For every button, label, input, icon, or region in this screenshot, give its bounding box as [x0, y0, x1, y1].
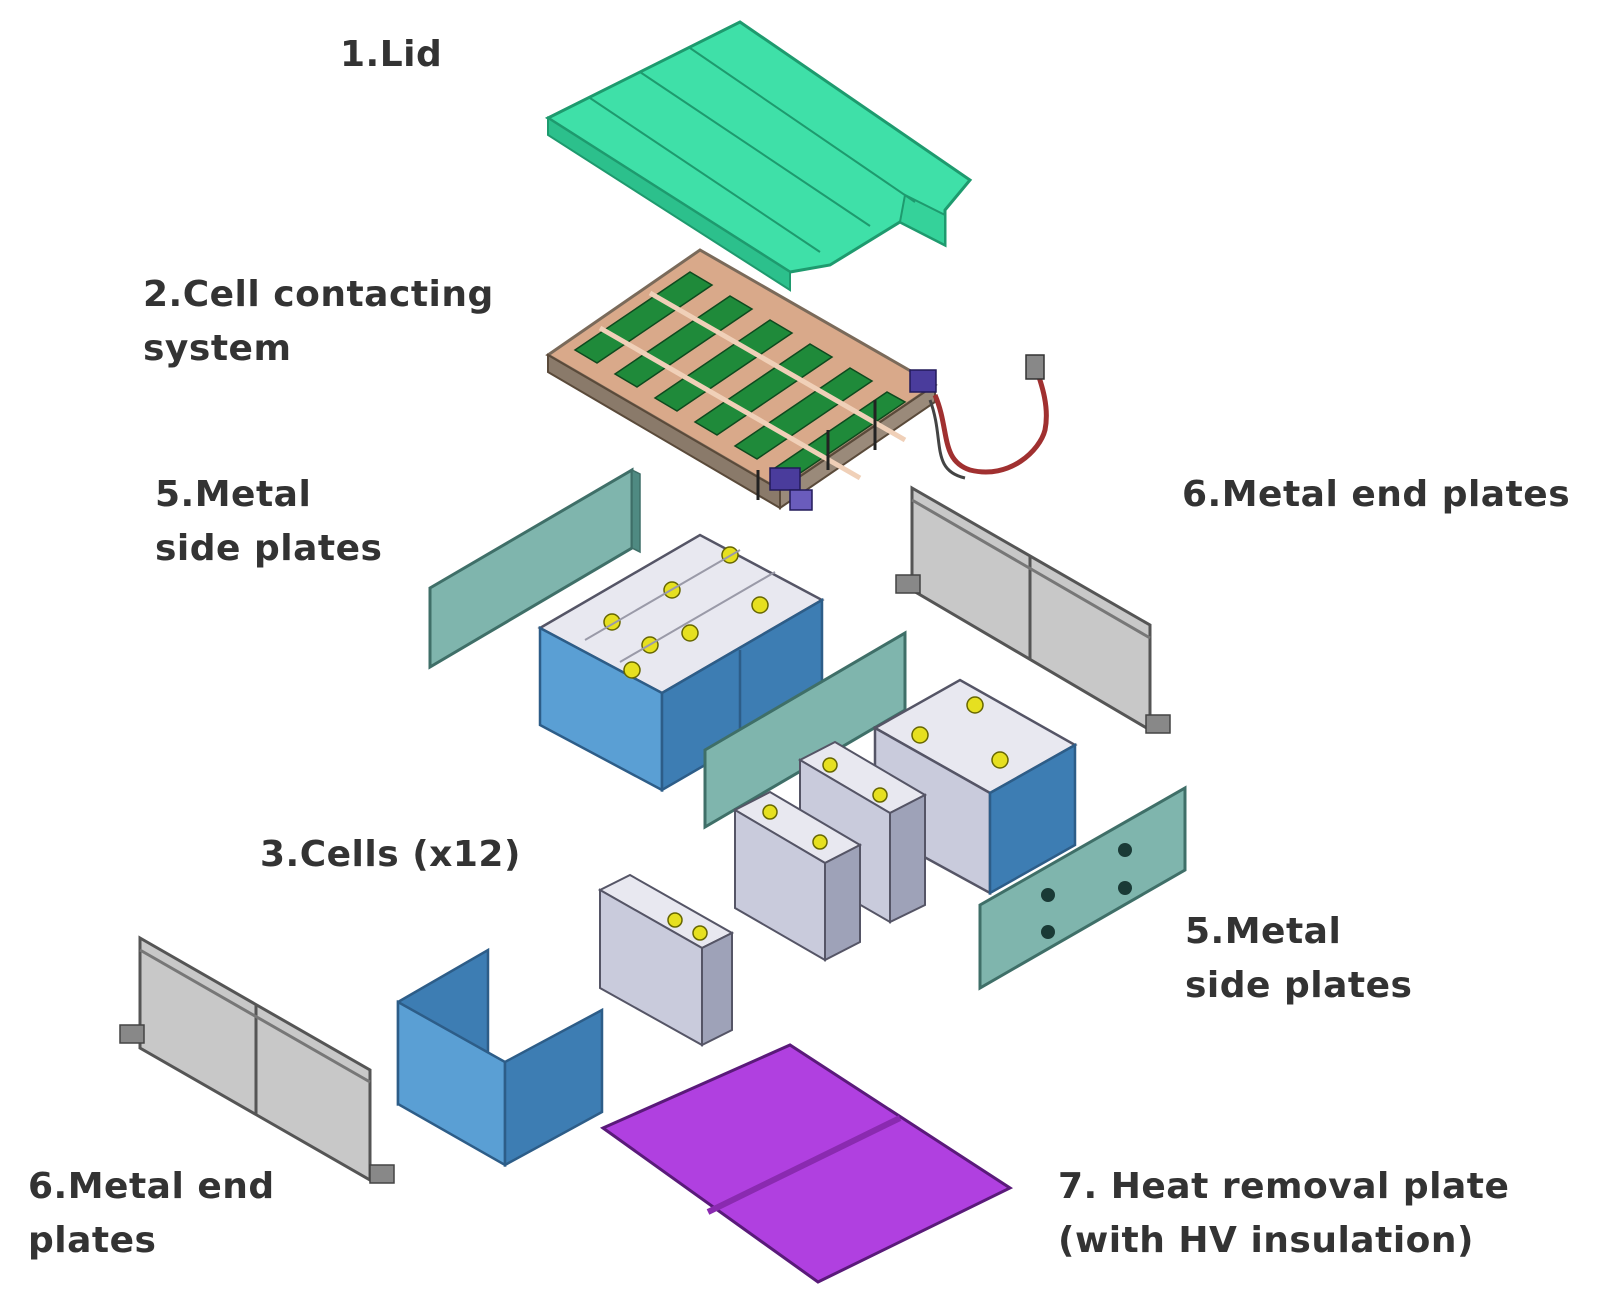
cell-terminal [681, 624, 699, 642]
cell-side [824, 843, 861, 962]
label-metal-side-plates-right: 5.Metal side plates [1185, 905, 1412, 1013]
side-plate-bottom-right [978, 785, 1187, 991]
cell-top-rib [584, 549, 741, 641]
pcb-strip [573, 271, 714, 364]
side-plate-edge [631, 468, 641, 554]
end-plate-foot [895, 574, 921, 594]
busbar-line [648, 290, 907, 443]
cell-terminal [812, 834, 828, 850]
single-cell [597, 873, 735, 1047]
label-lid: 1.Lid [340, 28, 442, 82]
cell-terminal [911, 726, 929, 744]
side-plate-hole [1118, 881, 1132, 895]
cell-stack-upper [537, 533, 825, 793]
cell-side [889, 793, 926, 924]
sleeve-front-wall [503, 1007, 604, 1168]
busbar-line [598, 325, 862, 481]
cell-terminal [667, 912, 683, 928]
end-plate-rim [139, 948, 371, 1084]
cell-terminal [623, 661, 641, 679]
side-plate-hole [1041, 925, 1055, 939]
side-plate-face [978, 785, 1187, 991]
lid-ridge-line [589, 97, 821, 253]
lid-ridge-line [639, 71, 871, 227]
lid-side-face [547, 116, 791, 292]
cell-terminal [872, 787, 888, 803]
label-line: plates [28, 1220, 157, 1261]
label-line: (with HV insulation) [1058, 1220, 1474, 1261]
end-plate-top-right [895, 485, 1171, 734]
cell-terminal [751, 596, 769, 614]
end-plate-foot [1145, 714, 1171, 734]
cell-terminal [692, 925, 708, 941]
end-plate-foot [369, 1164, 395, 1184]
cell-stack-side [988, 742, 1077, 896]
lid-front-lip [898, 193, 946, 247]
cell-stack-right [872, 678, 1078, 896]
heat-removal-plate [599, 1043, 1014, 1284]
cell-terminal [991, 751, 1009, 769]
lid-ridge-line [689, 47, 916, 203]
label-cells: 3.Cells (x12) [260, 828, 521, 882]
harness-cable [932, 364, 1049, 475]
label-metal-end-plates-right: 6.Metal end plates [1182, 468, 1570, 522]
label-line: system [143, 328, 292, 369]
cell-top-rib [619, 571, 776, 663]
pcb-strip [653, 319, 794, 412]
pcb-strip [613, 295, 754, 388]
connector-block [769, 467, 801, 491]
side-plate-top-left [428, 467, 641, 670]
end-plate-bottom-left [119, 935, 395, 1184]
side-plate-hole [1118, 843, 1132, 857]
lid-top-surface [544, 20, 973, 274]
cell-terminal [966, 696, 984, 714]
cell-terminal [822, 757, 838, 773]
label-line: 6.Metal end [28, 1166, 275, 1207]
end-plate-foot [119, 1024, 145, 1044]
pcb-strip [693, 343, 834, 436]
label-metal-end-plates-left: 6.Metal end plates [28, 1160, 275, 1268]
label-line: 1.Lid [340, 34, 443, 75]
cell-contacting-system [545, 248, 1049, 511]
label-line: 5.Metal [155, 474, 312, 515]
cell-side [701, 931, 733, 1047]
label-line: 7. Heat removal plate [1058, 1166, 1510, 1207]
label-line: side plates [1185, 965, 1413, 1006]
cell-terminal [762, 804, 778, 820]
label-heat-removal-plate: 7. Heat removal plate (with HV insulatio… [1058, 1160, 1509, 1268]
lid-component [544, 20, 973, 292]
harness-cable [928, 399, 966, 480]
pcb-strip [733, 367, 874, 460]
label-metal-side-plates-top: 5.Metal side plates [155, 468, 382, 576]
connector-block [909, 369, 937, 393]
label-line: side plates [155, 528, 383, 569]
connector-block [789, 489, 813, 511]
label-line: 3.Cells (x12) [260, 834, 521, 875]
end-plate-rim [911, 498, 1151, 640]
heat-plate-seam [706, 1115, 902, 1215]
harness-plug [1025, 354, 1045, 380]
label-cell-contacting-system: 2.Cell contacting system [143, 268, 494, 376]
label-line: 6.Metal end plates [1182, 474, 1571, 515]
ccs-frame-front [779, 383, 936, 510]
single-cell [732, 790, 863, 962]
side-plate-hole [1041, 888, 1055, 902]
label-line: 5.Metal [1185, 911, 1342, 952]
label-line: 2.Cell contacting [143, 274, 494, 315]
ccs-frame [545, 248, 938, 492]
insulation-sleeve [396, 947, 604, 1168]
